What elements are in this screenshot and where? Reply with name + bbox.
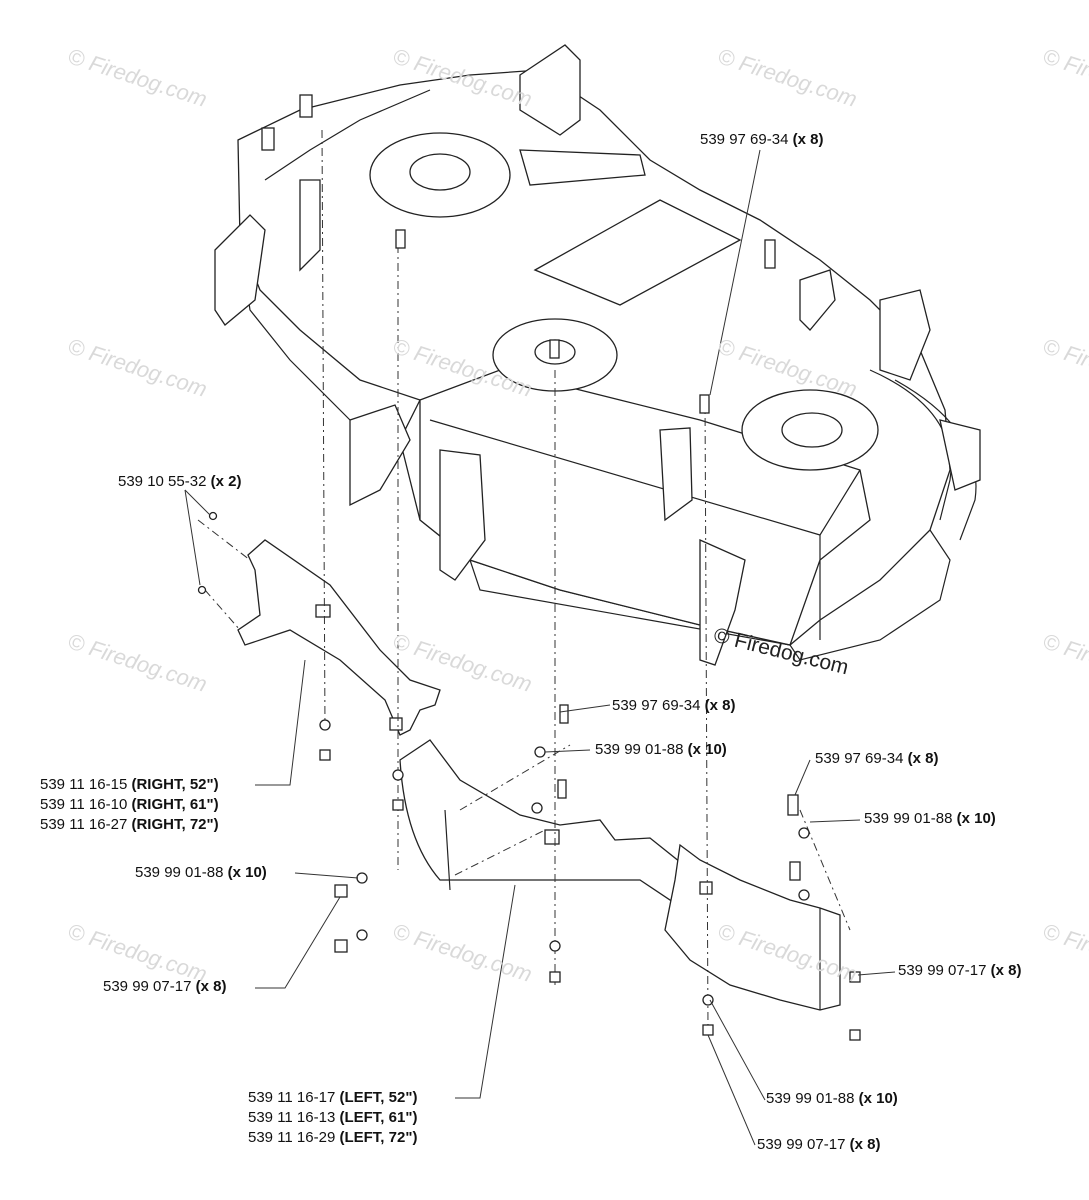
mower-deck-housing <box>214 44 981 666</box>
callout-label: 539 97 69-34 (x 8) <box>612 697 736 714</box>
callout-label: 539 99 07-17 (x 8) <box>898 962 1022 979</box>
rear-baffle <box>664 843 841 1011</box>
callout-label: 539 97 69-34 (x 8) <box>815 750 939 767</box>
callout-label: 539 99 01-88 (x 10) <box>595 741 727 758</box>
callout-label: 539 99 01-88 (x 10) <box>135 864 267 881</box>
callout-label: 539 99 07-17 (x 8) <box>103 978 227 995</box>
callout-label: 539 99 07-17 (x 8) <box>757 1136 881 1153</box>
callout-label: 539 99 01-88 (x 10) <box>766 1090 898 1107</box>
callout-label: 539 11 16-29 (LEFT, 72") <box>248 1129 418 1146</box>
right-baffle <box>237 539 441 736</box>
callout-label: 539 11 16-13 (LEFT, 61") <box>248 1109 418 1126</box>
callout-label: 539 11 16-17 (LEFT, 52") <box>248 1089 418 1106</box>
leader-lines <box>184 149 896 1146</box>
callout-label: 539 99 01-88 (x 10) <box>864 810 996 827</box>
callout-label: 539 11 16-15 (RIGHT, 52") <box>40 776 219 793</box>
callout-label: 539 11 16-27 (RIGHT, 72") <box>40 816 219 833</box>
callout-label: 539 10 55-32 (x 2) <box>118 473 242 490</box>
callout-label: 539 11 16-10 (RIGHT, 61") <box>40 796 219 813</box>
hardware <box>197 229 861 1041</box>
callout-label: 539 97 69-34 (x 8) <box>700 131 824 148</box>
